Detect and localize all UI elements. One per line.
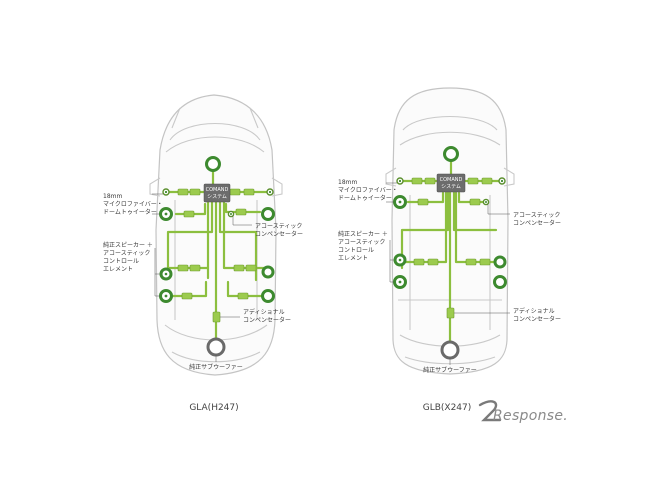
response-watermark: Response.: [478, 400, 568, 424]
subwoofer-label: 純正サブウーファー: [423, 366, 477, 374]
rear-right-upper-speaker: [493, 255, 507, 269]
speaker-label: コントロール: [103, 258, 139, 265]
speaker-label: エレメント: [103, 266, 133, 273]
speaker-label: アコースティック: [338, 239, 385, 246]
tweeter-label: 18mm: [103, 193, 122, 200]
subwoofer: [206, 337, 226, 357]
rear-right-upper-speaker: [261, 265, 275, 279]
comand-system-label: COMAND: [440, 177, 463, 183]
speaker-label: エレメント: [338, 255, 368, 262]
speaker-label: 純正スピーカー ＋: [338, 230, 388, 238]
subwoofer-label: 純正サブウーファー: [189, 363, 243, 371]
comand-system-box: [203, 183, 231, 203]
rear-right-speaker: [493, 275, 507, 289]
additional-compensator-label: コンペンセーター: [243, 316, 291, 324]
rear-right-speaker: [261, 289, 275, 303]
center-speaker: [205, 156, 221, 172]
model-label-glb: GLB(X247): [423, 403, 472, 413]
model-label-gla: GLA(H247): [189, 403, 238, 413]
tweeter-label: マイクロファイバー・: [103, 201, 163, 208]
comand-system-label: COMAND: [206, 187, 229, 193]
additional-compensator-label: アディショナル: [243, 308, 285, 316]
acoustic-compensator-label: コンペンセーター: [255, 230, 303, 238]
watermark-text: Response.: [493, 408, 568, 424]
tweeter-label: ドームトゥイーター: [103, 208, 157, 216]
additional-compensator-label: コンペンセーター: [513, 315, 561, 323]
comand-system-label: システム: [207, 194, 227, 200]
speaker-label: コントロール: [338, 247, 374, 254]
acoustic-compensator-label: アコースティック: [513, 212, 560, 219]
tweeter-label: マイクロファイバー・: [338, 187, 398, 194]
comand-system-label: システム: [441, 184, 461, 190]
speaker-label: 純正スピーカー ＋: [103, 241, 153, 249]
car-gla: COMAND システム 18mm マイクロファイバー・ ドームトゥイーター 純正…: [103, 94, 303, 413]
comand-system-box: [436, 173, 466, 193]
car-glb: COMAND システム 18mm マイクロファイバー・ ドームトゥイーター 純正…: [338, 87, 561, 413]
center-speaker: [443, 146, 459, 162]
subwoofer: [440, 340, 460, 360]
tweeter-label: 18mm: [338, 179, 357, 186]
additional-compensator-label: アディショナル: [513, 307, 555, 315]
front-right-speaker: [261, 207, 275, 221]
tweeter-label: ドームトゥイーター: [338, 194, 392, 202]
speaker-label: アコースティック: [103, 250, 150, 257]
acoustic-compensator-label: コンペンセーター: [513, 219, 561, 227]
acoustic-compensator-label: アコースティック: [255, 223, 302, 230]
